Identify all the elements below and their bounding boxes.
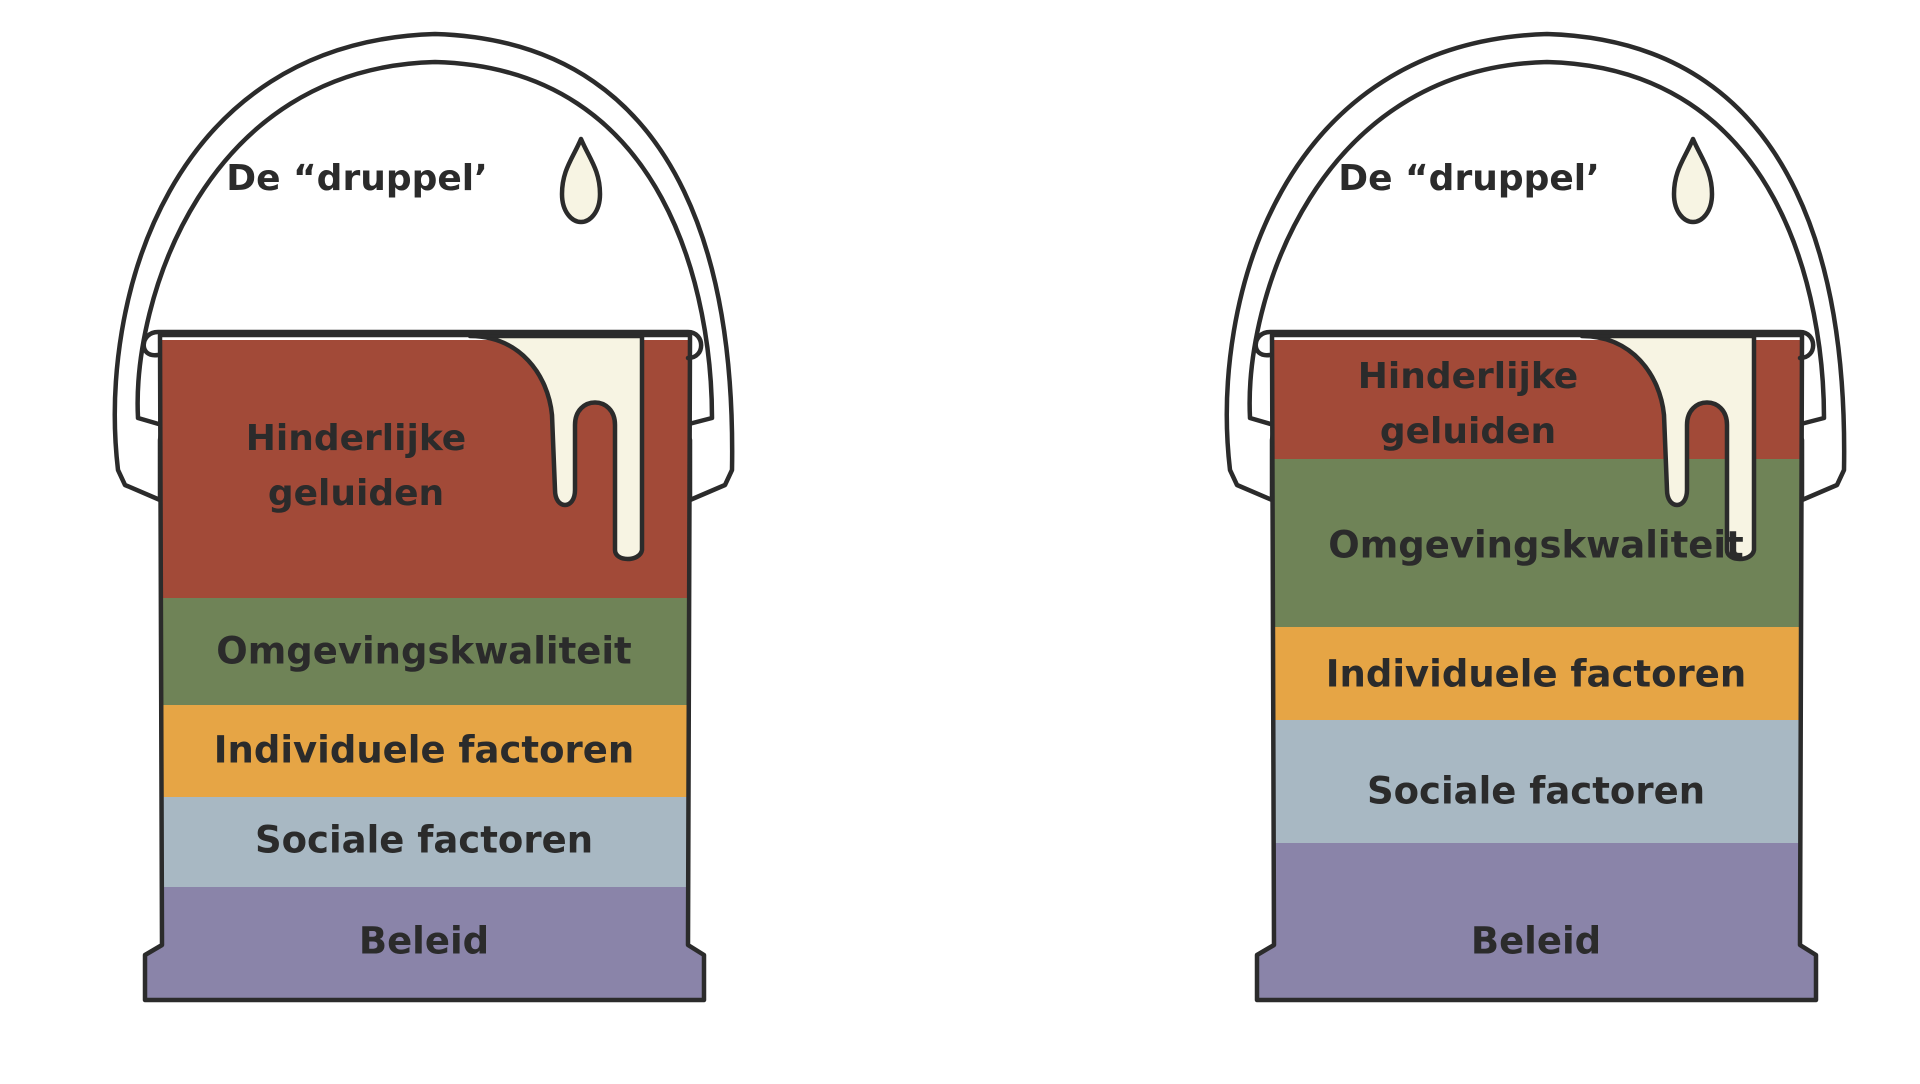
- layer-label-1-line-2: geluiden: [268, 473, 444, 514]
- layer-label-1-line-1: Hinderlijke: [1358, 356, 1578, 397]
- layer-band-4: [145, 797, 704, 887]
- paint-drop-icon: [1671, 136, 1715, 225]
- paint-drip: [1579, 333, 1757, 562]
- layer-label-1-line-1: Hinderlijke: [246, 418, 466, 459]
- layer-band-5: [145, 887, 704, 1000]
- bucket-rim: [141, 329, 704, 361]
- layer-band-2: [145, 598, 704, 705]
- layer-label-2-line-1: Omgevingskwaliteit: [216, 630, 632, 673]
- layer-label-4-line-1: Sociale factoren: [1367, 770, 1705, 813]
- layer-band-5: [1257, 843, 1816, 1000]
- bucket-body: [142, 332, 707, 1003]
- drop-label: De “druppel’: [226, 158, 488, 199]
- layer-band-2: [1257, 459, 1816, 627]
- paint-drip: [467, 333, 645, 562]
- layer-band-3: [1257, 627, 1816, 720]
- bucket-body: [1254, 332, 1819, 1003]
- paint-drop-icon: [559, 136, 603, 225]
- drop-label: De “druppel’: [1338, 158, 1600, 199]
- layer-label-3-line-1: Individuele factoren: [214, 729, 634, 772]
- layer-band-3: [145, 705, 704, 797]
- paint-bucket-right: Hinderlijke geluidenOmgevingskwaliteitInd…: [1224, 31, 1847, 1003]
- layer-label-3-line-1: Individuele factoren: [1326, 653, 1746, 696]
- layer-band-4: [1257, 720, 1816, 843]
- layer-label-2-line-1: Omgevingskwaliteit: [1328, 524, 1744, 567]
- bucket-rim: [1253, 329, 1816, 361]
- layer-label-5-line-1: Beleid: [1471, 920, 1601, 963]
- layer-label-4-line-1: Sociale factoren: [255, 819, 593, 862]
- layer-label-5-line-1: Beleid: [359, 920, 489, 963]
- layer-label-1-line-2: geluiden: [1380, 411, 1556, 452]
- paint-bucket-left: Hinderlijke geluidenOmgevingskwaliteitInd…: [112, 31, 735, 1003]
